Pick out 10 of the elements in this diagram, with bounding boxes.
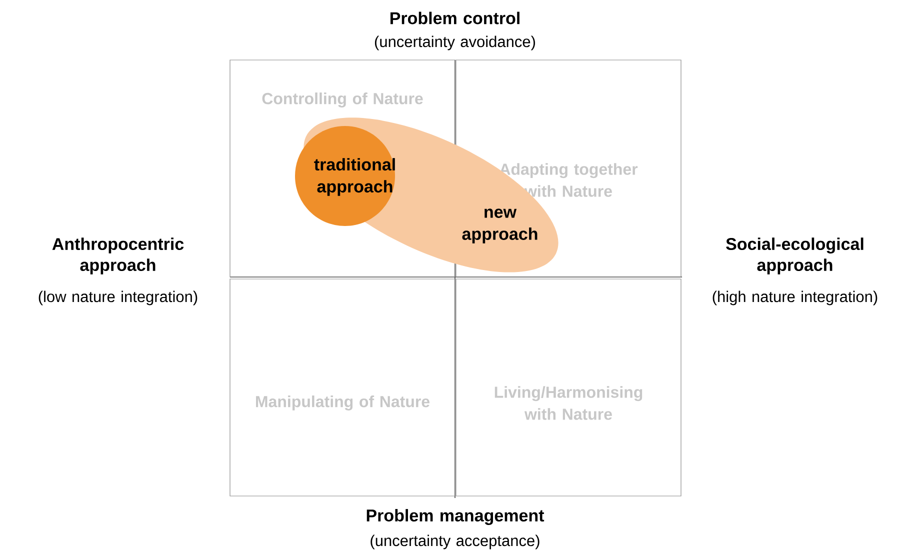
axis-title: Problem management xyxy=(366,509,544,525)
axis-subtitle: (low nature integration) xyxy=(38,290,198,306)
axis-subtitle: (uncertainty acceptance) xyxy=(370,534,540,550)
axis-title: Anthropocentric approach xyxy=(52,238,184,274)
quadrant-box: Living/Harmonising with Nature xyxy=(456,278,682,496)
quadrant-box: Manipulating of Nature xyxy=(230,278,456,496)
axis-subtitle: (high nature integration) xyxy=(712,290,878,306)
axis-subtitle: (uncertainty avoidance) xyxy=(374,36,535,50)
axis-title: Problem control xyxy=(390,12,520,24)
axis-title: Social-ecological approach xyxy=(726,238,864,274)
